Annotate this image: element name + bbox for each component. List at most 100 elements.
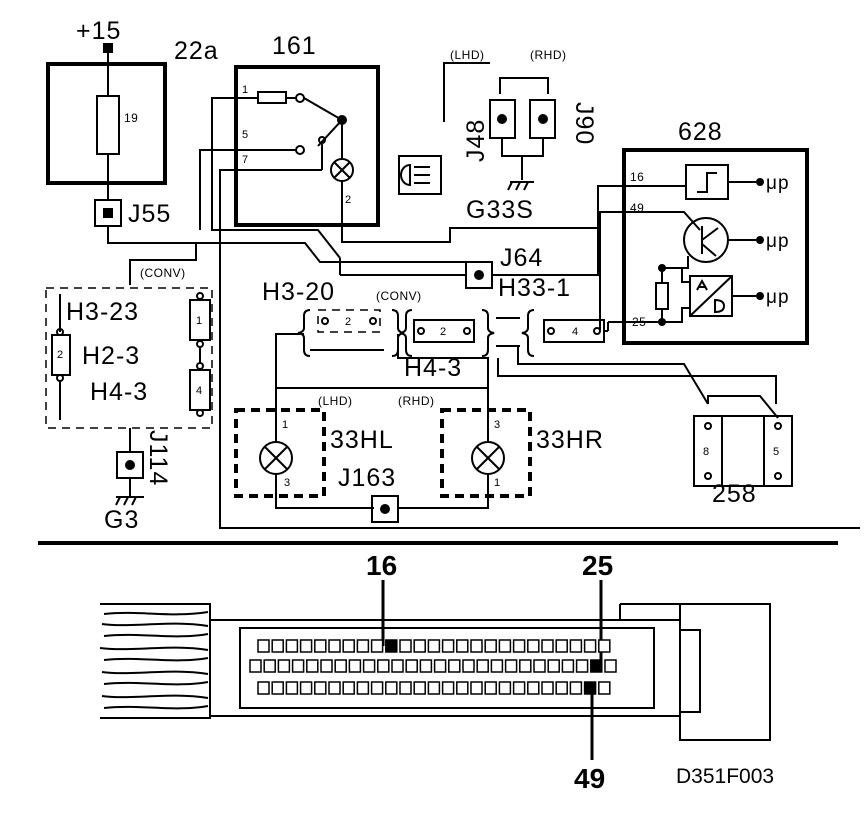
component-258-box: [693, 415, 793, 487]
plug-pin-cavity: [356, 639, 370, 653]
switch-pin-5: 5: [773, 446, 779, 458]
lamp-cross: [476, 446, 500, 470]
connector-contact: [321, 317, 329, 325]
ad-converter-icon: [689, 275, 733, 317]
tag-conv-1: (CONV): [140, 266, 186, 280]
wire: [599, 211, 652, 330]
plug-pin-cavity: [470, 681, 483, 695]
plug-pin-cavity: [419, 659, 433, 673]
relay-switch-arm: [303, 97, 343, 121]
connector-j114-pin: [125, 460, 135, 470]
plug-pin-grid: [249, 639, 617, 695]
connector-contact: [704, 472, 712, 480]
connector-h2-3-label: H2-3: [82, 342, 140, 370]
plug-pin-cavity: [569, 639, 583, 653]
connector-contact: [774, 422, 782, 430]
lamp-pin: 1: [494, 477, 500, 489]
plug-pin-cavity: [263, 659, 276, 673]
plug-pin-cavity: [541, 639, 554, 653]
ground-symbol: [523, 181, 529, 191]
ecu-output-dot: [756, 292, 764, 300]
fuse-19: [96, 95, 120, 155]
wire-harness: [100, 603, 211, 719]
ecu-pin-16: 16: [630, 170, 644, 184]
ground-symbol: [123, 496, 129, 506]
plug-pin-cavity: [362, 659, 376, 673]
wire: [662, 267, 690, 283]
wire: [275, 474, 374, 509]
component-22a-label: 22a: [174, 37, 219, 65]
plug-face: [239, 627, 655, 709]
connector-h4-3-mid: [413, 319, 475, 343]
lamp-pin: 1: [282, 419, 288, 431]
tag-lhd-2: (LHD): [318, 394, 353, 408]
lamp-cross: [264, 446, 288, 470]
plug-pin-cavity: [413, 639, 426, 653]
ground-symbol: [131, 496, 137, 506]
wire: [443, 62, 490, 122]
wire: [662, 307, 690, 323]
plug-pin-cavity: [385, 639, 398, 653]
plug-pin-cavity: [598, 681, 611, 695]
relay-contact: [295, 145, 305, 155]
connector-pin: 4: [196, 385, 202, 397]
connector-contact: [774, 472, 782, 480]
connector-j64-label: J64: [500, 244, 543, 272]
connector-h3-20-label: H3-20: [262, 278, 335, 306]
ground-g3-label: G3: [104, 506, 139, 534]
transistor-icon: [701, 243, 717, 257]
plug-pin-cavity: [569, 681, 583, 695]
tag-lhd: (LHD): [450, 48, 485, 62]
lamp-33hr-box: [440, 408, 532, 498]
plug-pin-cavity: [512, 681, 526, 695]
connector-j48-pin: [497, 114, 507, 124]
plug-pin-cavity: [285, 681, 299, 695]
relay-pin-7: 7: [242, 154, 248, 166]
component-258-label: 258: [712, 480, 757, 508]
plug-pin-16-label: 16: [366, 550, 397, 581]
connector-contact: [196, 409, 204, 417]
bracket: [521, 309, 535, 357]
plug-pin-cavity: [555, 639, 568, 653]
wire: [492, 228, 599, 276]
plug-latch: [619, 603, 680, 620]
plug-housing: [209, 619, 681, 717]
connector-h3-20: [317, 309, 381, 333]
component-628-label: 628: [678, 118, 723, 146]
plug-pin-cavity: [541, 681, 554, 695]
wire: [517, 346, 709, 405]
component-22a-box: [46, 62, 167, 185]
connector-pin: 2: [57, 349, 63, 361]
connector-j64-pin: [474, 270, 484, 280]
component-161-box: [234, 65, 380, 227]
plug-pin-cavity: [314, 681, 327, 695]
connector-j55-label: J55: [128, 200, 171, 228]
ecu-transistor: [683, 217, 729, 263]
connector-h33-1-label: H33-1: [498, 274, 571, 302]
plug-pin-cavity: [470, 639, 483, 653]
plug-pin-cavity: [277, 659, 291, 673]
plug-pin-cavity: [504, 659, 518, 673]
plug-pin-cavity: [291, 659, 305, 673]
lamp-cross: [333, 161, 351, 179]
ground-symbol: [515, 181, 521, 191]
plug-pin-cavity: [328, 639, 341, 653]
plug-pin-cavity: [299, 639, 313, 653]
plug-pin-cavity: [490, 659, 504, 673]
mu-p-label-3: μp: [766, 287, 790, 308]
headlamp-symbol-box: [398, 155, 442, 195]
supply-label: +15: [76, 17, 121, 45]
tag-conv-2: (CONV): [376, 289, 422, 303]
plug-pin-cavity: [399, 639, 412, 653]
plug-pin-cavity: [385, 681, 398, 695]
plug-pin-cavity: [271, 639, 284, 653]
ground-g33s-label: G33S: [466, 196, 534, 224]
plug-pin-cavity: [448, 659, 461, 673]
wire: [497, 358, 777, 404]
plug-pin-cavity: [561, 659, 575, 673]
plug-pin-cavity: [462, 659, 475, 673]
connector-contact: [704, 422, 712, 430]
plug-pin-cavity: [377, 659, 390, 673]
lamp-pin: 3: [284, 477, 290, 489]
